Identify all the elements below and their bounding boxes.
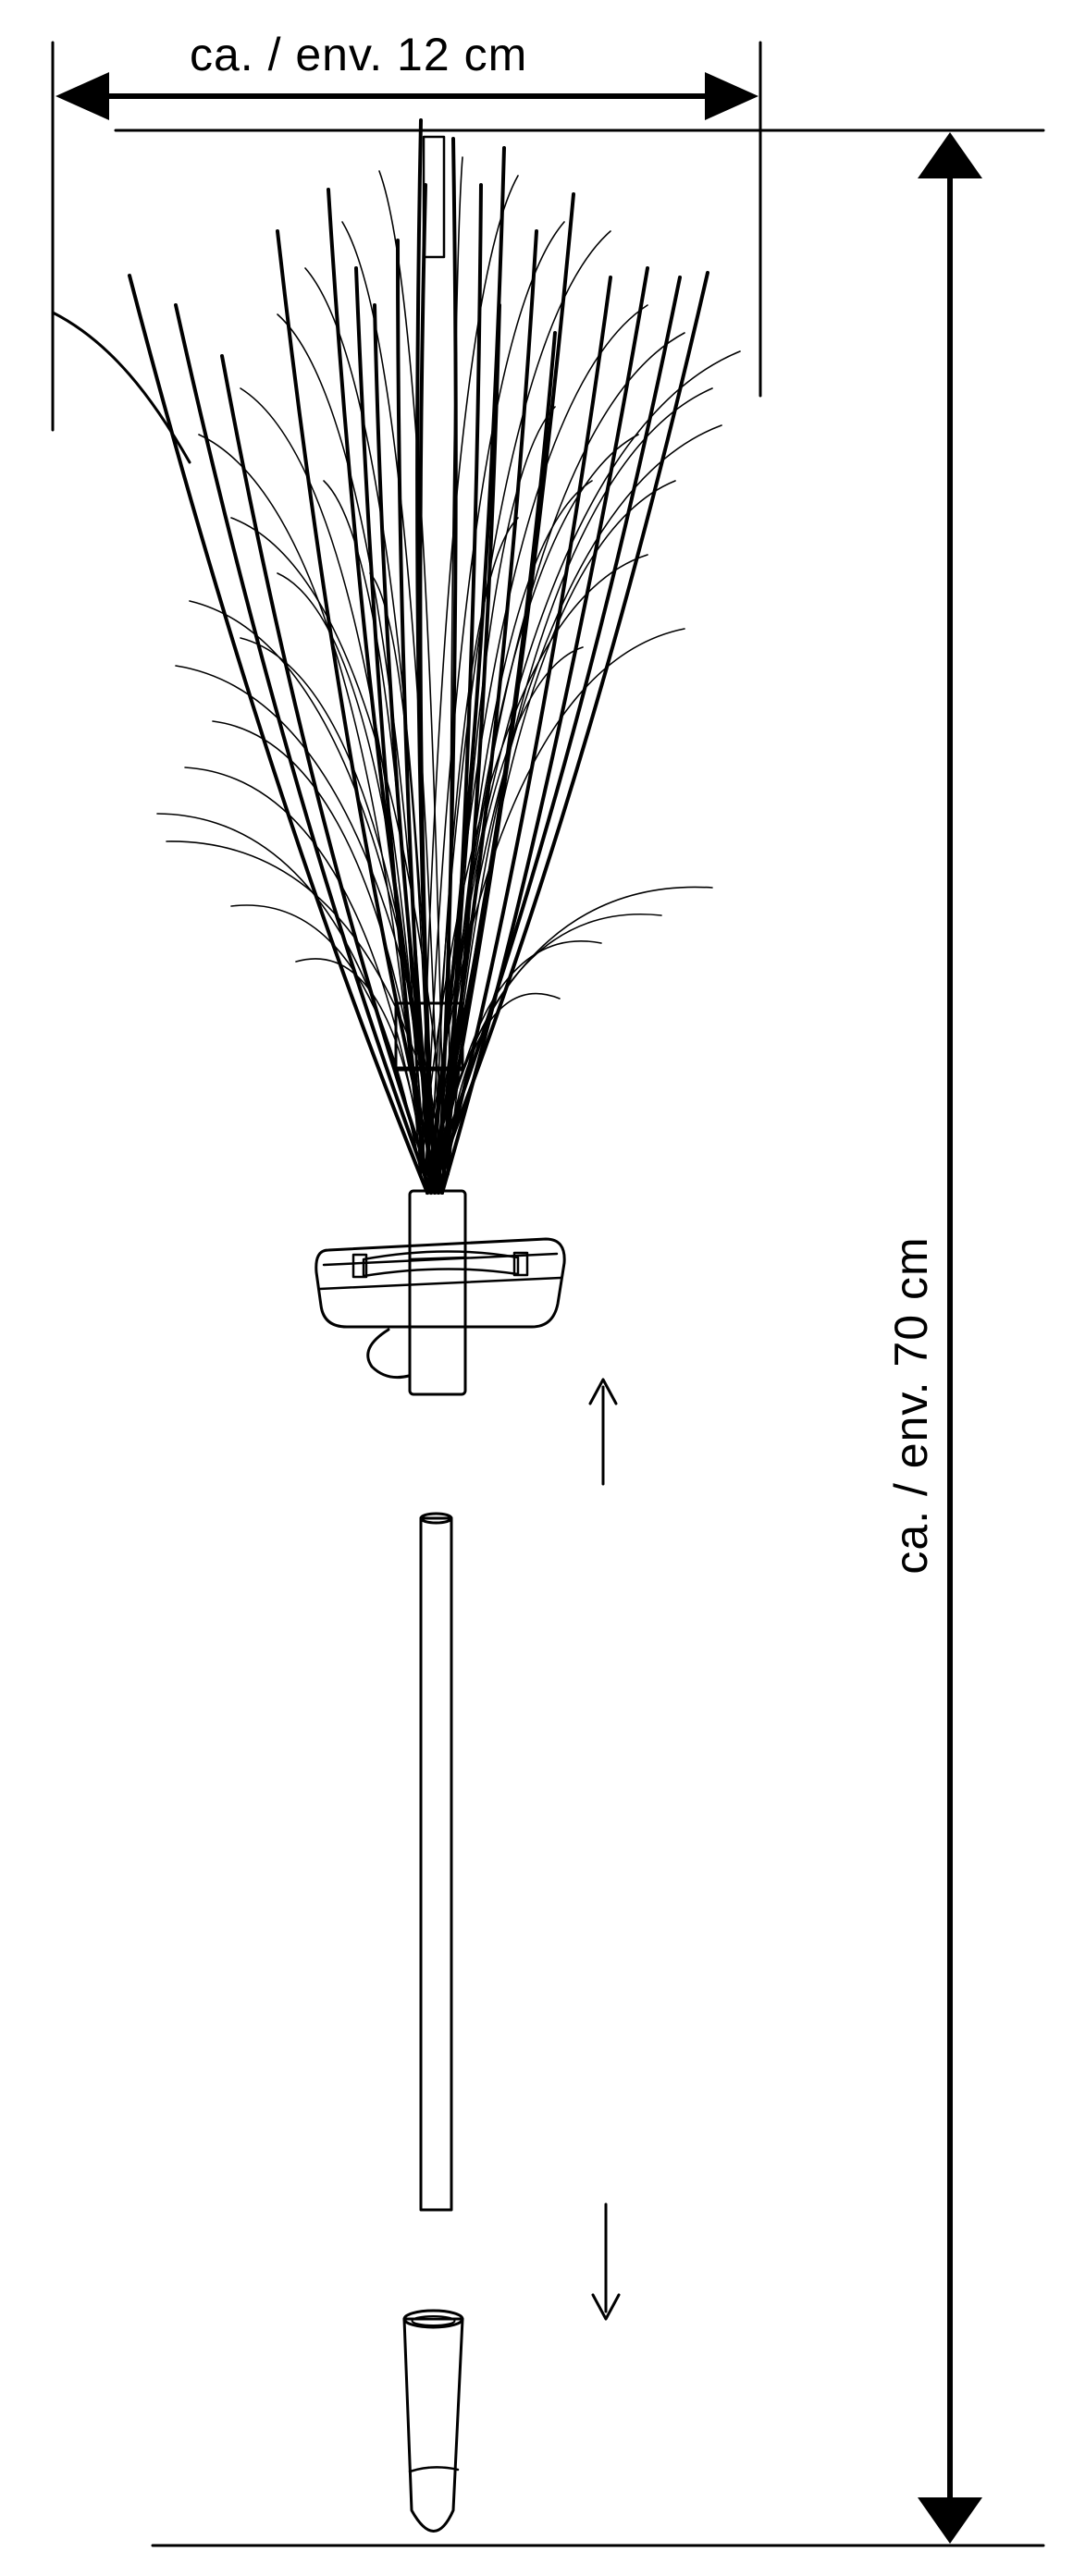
grass-frond — [198, 434, 422, 1175]
grass-frond — [434, 304, 648, 1175]
grass-frond — [420, 554, 648, 1175]
arrowhead-left-icon — [56, 72, 109, 120]
grass-blade — [426, 276, 682, 1195]
grass-frond — [212, 720, 431, 1175]
grass-frond — [425, 221, 565, 1175]
grass-blade — [415, 118, 437, 1195]
grass-frond — [230, 517, 450, 1175]
grass-frond — [434, 914, 662, 1175]
grass-frond — [438, 434, 639, 1175]
grass-frond — [240, 387, 426, 1175]
grass-tuft — [128, 118, 741, 1195]
grass-frond — [341, 221, 440, 1175]
grass-frond — [166, 840, 450, 1175]
grass-frond — [369, 572, 431, 1175]
grass-frond — [443, 387, 713, 1175]
grass-frond — [443, 992, 561, 1175]
extension-rod — [419, 1512, 453, 2212]
grass-frond — [323, 480, 422, 1175]
arrowhead-up-icon — [918, 132, 982, 178]
grass-frond — [420, 175, 519, 1175]
arrowhead-down-icon — [918, 2497, 982, 2544]
grass-frond — [230, 904, 422, 1175]
grass-frond — [434, 517, 519, 1175]
grass-blade — [276, 229, 440, 1195]
arrow-down-icon — [591, 2202, 621, 2321]
width-dimension-label: ca. / env. 12 cm — [190, 29, 528, 80]
height-dimension — [114, 129, 1045, 2547]
grass-blade — [128, 274, 429, 1195]
grass-frond — [295, 958, 426, 1175]
grass-frond — [429, 350, 741, 1175]
grass-blade — [220, 354, 437, 1195]
solar-unit — [314, 1189, 566, 1396]
width-dimension — [51, 41, 762, 432]
grass-frond — [434, 424, 722, 1175]
grass-frond — [448, 156, 463, 1175]
ground-spike — [402, 2309, 464, 2533]
leaf-curve — [51, 311, 191, 464]
grass-blade — [429, 271, 709, 1195]
grass-frond — [304, 267, 436, 1175]
arrow-up-icon — [588, 1378, 618, 1486]
height-dimension-label: ca. / env. 70 cm — [885, 1236, 937, 1575]
grass-blade — [174, 303, 433, 1195]
grass-frond — [448, 480, 676, 1175]
arrowhead-right-icon — [705, 72, 758, 120]
grass-frond — [277, 313, 431, 1175]
grass-frond — [438, 646, 584, 1175]
grass-frond — [277, 572, 426, 1175]
grass-blade — [426, 331, 557, 1195]
grass-frond — [156, 813, 422, 1175]
